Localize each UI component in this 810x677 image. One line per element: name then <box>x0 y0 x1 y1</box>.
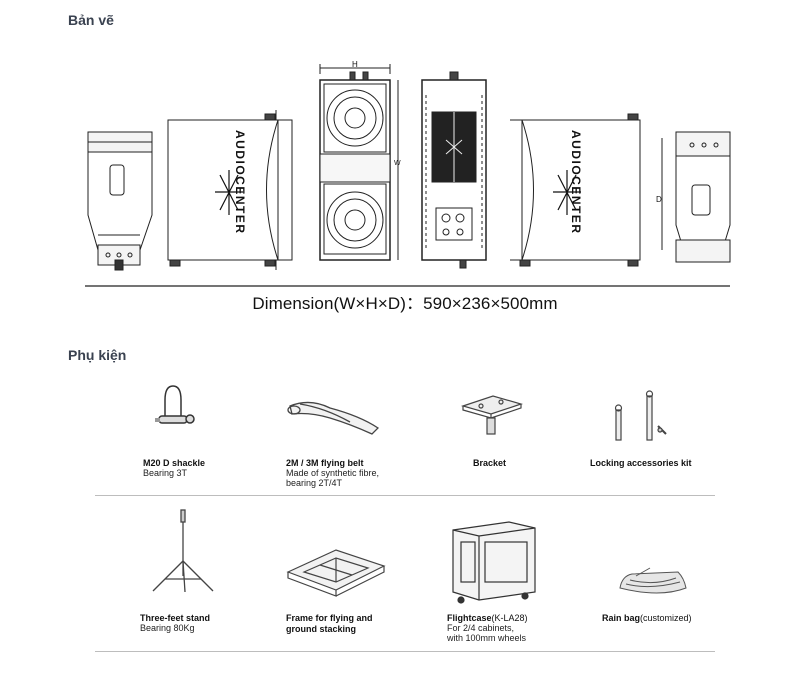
side-profile-view-right: D <box>656 131 731 263</box>
accessory-item: M20 D shackle Bearing 3T <box>95 378 250 496</box>
drawing-section-title: Bản vẽ <box>68 12 114 28</box>
side-view-logo-right: AUDIOCENTER <box>510 113 641 267</box>
accessory-item: Three-feet stand Bearing 80Kg <box>95 506 250 652</box>
rear-panel-view <box>421 71 487 269</box>
accessory-name: M20 D shackle <box>143 458 206 468</box>
locking-kit-icon <box>614 390 667 441</box>
accessory-name: Locking accessories kit <box>590 458 692 468</box>
accessory-item: Locking accessories kit <box>560 378 715 496</box>
label-w: W <box>394 160 401 167</box>
front-view-speakers: H W <box>319 60 401 261</box>
shackle-icon <box>155 385 195 424</box>
accessory-desc: Bearing 80Kg <box>140 623 195 633</box>
brand-logo-text-left: AUDIOCENTER <box>233 130 247 235</box>
flying-belt-icon <box>287 401 380 435</box>
accessory-name: 2M / 3M flying belt <box>286 458 364 468</box>
accessory-desc: For 2/4 cabinets, with 100mm wheels <box>447 623 527 643</box>
accessory-name: Rain bag(customized) <box>602 613 692 623</box>
dimension-text: Dimension(W×H×D)：590×236×500mm <box>252 294 558 313</box>
row-divider <box>95 651 715 652</box>
accessory-item: Flightcase(K-LA28) For 2/4 cabinets, wit… <box>405 506 560 652</box>
accessories-section-title: Phụ kiện <box>68 347 127 363</box>
accessory-desc: Bearing 3T <box>143 468 188 478</box>
accessory-name: Bracket <box>473 458 507 468</box>
accessory-item: 2M / 3M flying belt Made of synthetic fi… <box>250 378 405 496</box>
accessories-row: M20 D shackle Bearing 3T 2M / 3M flying … <box>95 378 715 496</box>
accessory-name: Three-feet stand <box>140 613 211 623</box>
accessories-row: Three-feet stand Bearing 80Kg Frame for … <box>95 506 715 652</box>
row-divider <box>95 495 715 496</box>
accessory-name: Flightcase(K-LA28) <box>447 613 528 623</box>
accessory-item: Rain bag(customized) <box>560 506 715 652</box>
accessory-item: Bracket <box>405 378 560 496</box>
technical-drawing: AUDIOCENTER H W <box>85 60 731 287</box>
accessory-item: Frame for flying and ground stacking <box>250 506 405 652</box>
label-d: D <box>656 195 662 204</box>
side-view-logo-left: AUDIOCENTER <box>167 110 293 270</box>
accessory-desc: Made of synthetic fibre, bearing 2T/4T <box>286 468 380 488</box>
label-h: H <box>352 60 358 69</box>
flying-frame-icon <box>286 549 386 597</box>
accessory-name: Frame for flying and ground stacking <box>286 613 373 634</box>
tripod-stand-icon <box>152 509 214 593</box>
rain-bag-icon <box>619 567 687 594</box>
bracket-icon <box>460 395 524 435</box>
side-profile-view-left <box>87 131 153 271</box>
brand-logo-text-right: AUDIOCENTER <box>569 130 583 235</box>
flightcase-icon <box>452 521 536 604</box>
